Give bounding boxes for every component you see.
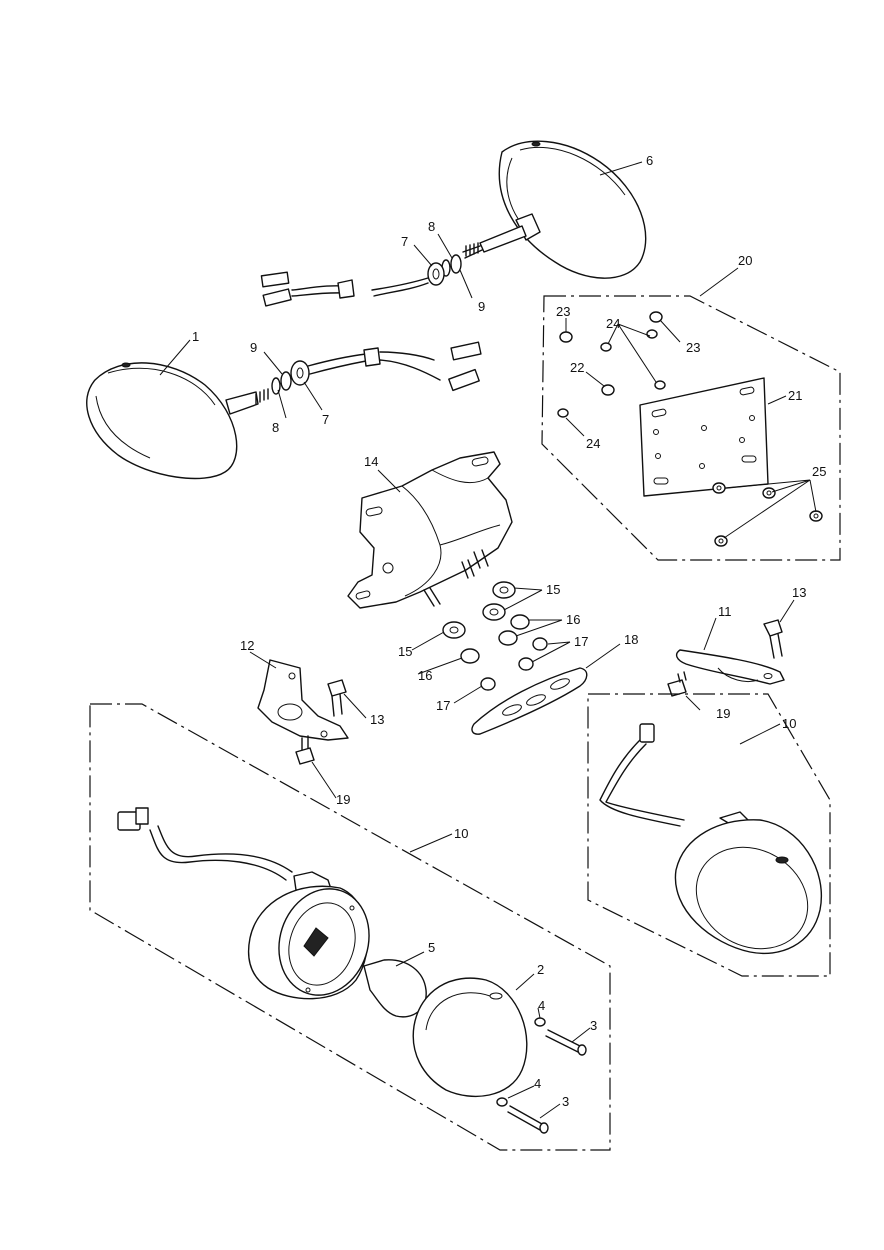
callout-13: 13 <box>370 712 384 727</box>
callout-9: 9 <box>478 299 485 314</box>
callout-12: 12 <box>240 638 254 653</box>
leader-lines <box>159 161 817 1119</box>
callouts: 1 6 7 8 9 9 8 7 20 21 22 23 23 24 24 25 … <box>192 153 826 1109</box>
callout-7: 7 <box>401 234 408 249</box>
callout-23: 23 <box>556 304 570 319</box>
tail-bracket <box>347 451 513 609</box>
callout-6: 6 <box>646 153 653 168</box>
callout-8: 8 <box>272 420 279 435</box>
gasket <box>471 667 588 735</box>
callout-22: 22 <box>570 360 584 375</box>
callout-24: 24 <box>606 316 620 331</box>
callout-4: 4 <box>538 998 545 1013</box>
callout-21: 21 <box>788 388 802 403</box>
indicator-front-left-box <box>89 703 611 1151</box>
callout-14: 14 <box>364 454 378 469</box>
callout-10: 10 <box>782 716 796 731</box>
indicator-rear-right <box>260 140 647 307</box>
callout-24: 24 <box>586 436 600 451</box>
callout-3: 3 <box>562 1094 569 1109</box>
callout-19: 19 <box>716 706 730 721</box>
plate-kit-box <box>541 295 841 561</box>
callout-15: 15 <box>398 644 412 659</box>
callout-17: 17 <box>574 634 588 649</box>
callout-20: 20 <box>738 253 752 268</box>
bracket-right <box>667 619 785 697</box>
callout-7: 7 <box>322 412 329 427</box>
callout-19: 19 <box>336 792 350 807</box>
callout-8: 8 <box>428 219 435 234</box>
callout-4: 4 <box>534 1076 541 1091</box>
callout-1: 1 <box>192 329 199 344</box>
callout-13: 13 <box>792 585 806 600</box>
callout-11: 11 <box>718 604 732 619</box>
callout-18: 18 <box>624 632 638 647</box>
indicator-front-right-box <box>587 693 831 977</box>
callout-16: 16 <box>566 612 580 627</box>
callout-25: 25 <box>812 464 826 479</box>
callout-3: 3 <box>590 1018 597 1033</box>
callout-10: 10 <box>454 826 468 841</box>
callout-5: 5 <box>428 940 435 955</box>
callout-16: 16 <box>418 668 432 683</box>
callout-9: 9 <box>250 340 257 355</box>
callout-15: 15 <box>546 582 560 597</box>
callout-2: 2 <box>537 962 544 977</box>
callout-23: 23 <box>686 340 700 355</box>
bracket-left <box>257 659 349 765</box>
callout-17: 17 <box>436 698 450 713</box>
indicator-rear-left <box>86 341 482 480</box>
grommets-nuts <box>442 581 548 691</box>
